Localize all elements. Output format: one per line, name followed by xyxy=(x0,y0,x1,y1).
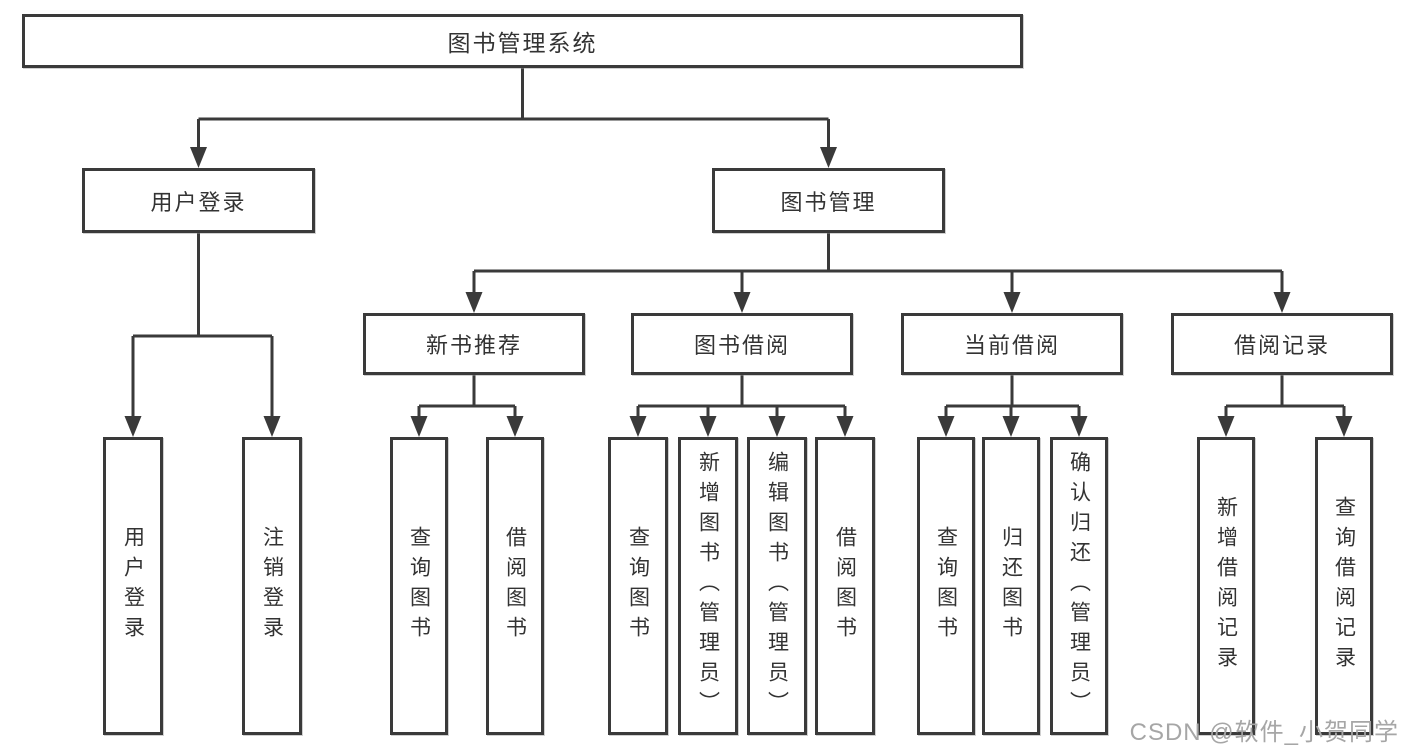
node-user-login-leaf: 用户登录 xyxy=(103,437,163,735)
node-borrowing-records-label: 借阅记录 xyxy=(1233,333,1330,358)
node-bb-query-books-label: 查询图书 xyxy=(626,526,650,646)
node-br-add-record-label: 新增借阅记录 xyxy=(1214,496,1238,676)
node-root-label: 图书管理系统 xyxy=(447,30,598,56)
node-bb-add-books-admin-label: 新增图书（管理员） xyxy=(696,451,720,721)
node-user-login-label: 用户登录 xyxy=(150,189,247,215)
node-book-borrowing-label: 图书借阅 xyxy=(693,333,790,358)
node-user-login-leaf-label: 用户登录 xyxy=(121,526,145,646)
node-cb-confirm-return-admin-label: 确认归还（管理员） xyxy=(1067,451,1091,721)
node-nb-query-books-label: 查询图书 xyxy=(407,526,431,646)
node-cb-return-books-label: 归还图书 xyxy=(999,526,1023,646)
node-book-management-label: 图书管理 xyxy=(780,189,877,215)
node-cb-query-books: 查询图书 xyxy=(917,437,975,735)
node-new-book-recommend-label: 新书推荐 xyxy=(425,333,522,358)
node-nb-borrow-books-label: 借阅图书 xyxy=(503,526,527,646)
node-cb-confirm-return-admin: 确认归还（管理员） xyxy=(1050,437,1108,735)
node-logout-label: 注销登录 xyxy=(260,526,284,646)
node-cb-return-books: 归还图书 xyxy=(982,437,1040,735)
node-bb-add-books-admin: 新增图书（管理员） xyxy=(678,437,738,735)
node-book-management: 图书管理 xyxy=(712,168,945,233)
node-br-query-record: 查询借阅记录 xyxy=(1315,437,1373,735)
node-root: 图书管理系统 xyxy=(22,14,1023,68)
node-bb-edit-books-admin: 编辑图书（管理员） xyxy=(747,437,807,735)
node-nb-borrow-books: 借阅图书 xyxy=(486,437,544,735)
node-user-login: 用户登录 xyxy=(82,168,315,233)
node-current-borrowing-label: 当前借阅 xyxy=(963,333,1060,358)
node-logout: 注销登录 xyxy=(242,437,302,735)
node-br-query-record-label: 查询借阅记录 xyxy=(1332,496,1356,676)
node-bb-borrow-books: 借阅图书 xyxy=(815,437,875,735)
node-bb-borrow-books-label: 借阅图书 xyxy=(833,526,857,646)
node-bb-query-books: 查询图书 xyxy=(608,437,668,735)
node-borrowing-records: 借阅记录 xyxy=(1171,313,1393,375)
csdn-watermark: CSDN @软件_小贺同学 xyxy=(1129,719,1399,746)
arrowheads xyxy=(124,147,1353,437)
node-current-borrowing: 当前借阅 xyxy=(901,313,1123,375)
node-br-add-record: 新增借阅记录 xyxy=(1197,437,1255,735)
node-book-borrowing: 图书借阅 xyxy=(631,313,853,375)
node-nb-query-books: 查询图书 xyxy=(390,437,448,735)
node-bb-edit-books-admin-label: 编辑图书（管理员） xyxy=(765,451,789,721)
node-new-book-recommend: 新书推荐 xyxy=(363,313,585,375)
node-cb-query-books-label: 查询图书 xyxy=(934,526,958,646)
